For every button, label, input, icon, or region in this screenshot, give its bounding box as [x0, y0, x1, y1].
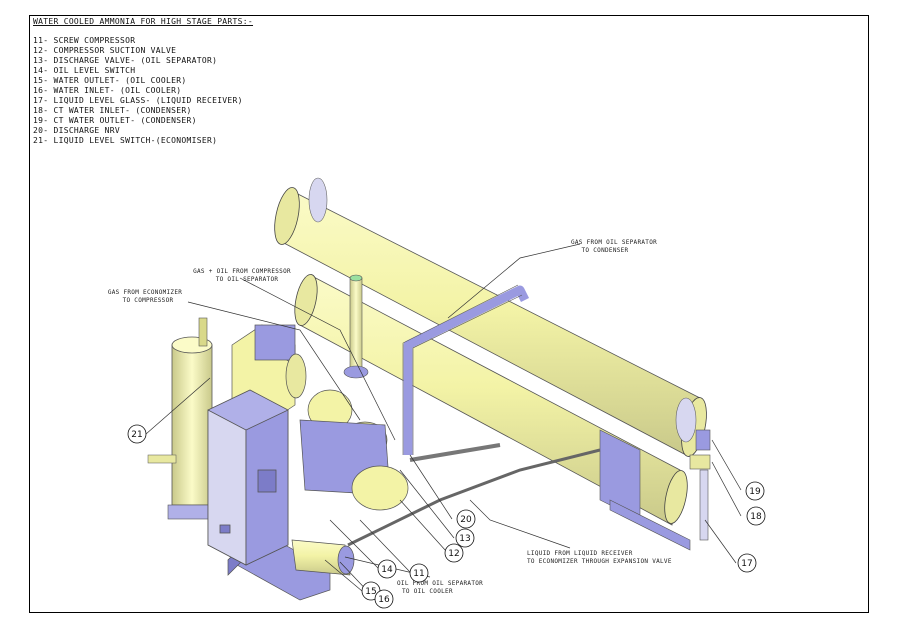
callout-gas-economizer-line1: GAS FROM ECONOMIZER [108, 289, 182, 296]
callout-liquid-line2: TO ECONOMIZER THROUGH EXPANSION VALVE [527, 558, 672, 565]
balloon-21-label: 21 [131, 430, 142, 440]
callout-gas-economizer-line2: TO COMPRESSOR [123, 297, 174, 304]
parts-legend: WATER COOLED AMMONIA FOR HIGH STAGE PART… [33, 17, 253, 146]
balloon-16-label: 16 [378, 595, 390, 605]
balloon-18: 18 [746, 506, 766, 526]
leader-lines [145, 243, 742, 599]
callout-gas-oil-line1: GAS + OIL FROM COMPRESSOR [193, 268, 291, 275]
legend-item: 21- LIQUID LEVEL SWITCH-(ECONOMISER) [33, 136, 218, 145]
screw-compressor [299, 389, 409, 511]
legend-item: 20- DISCHARGE NRV [33, 126, 120, 135]
balloon-16: 16 [374, 589, 394, 609]
balloon-20: 20 [456, 509, 476, 529]
legend-item: 11- SCREW COMPRESSOR [33, 36, 136, 45]
balloon-13: 13 [455, 528, 475, 548]
balloon-12-label: 12 [448, 549, 459, 559]
legend-item: 12- COMPRESSOR SUCTION VALVE [33, 46, 177, 55]
balloon-20-label: 20 [460, 515, 472, 525]
callout-liquid-line1: LIQUID FROM LIQUID RECEIVER [527, 550, 633, 557]
callout-gas-separator-line1: GAS FROM OIL SEPARATOR [571, 239, 657, 246]
oil-cooler [291, 539, 355, 576]
callout-oil-line2: TO OIL COOLER [402, 588, 453, 595]
suction-riser [343, 274, 369, 379]
vessel-supports [599, 429, 691, 551]
balloon-19: 19 [745, 481, 765, 501]
legend-item: 15- WATER OUTLET- (OIL COOLER) [33, 76, 187, 85]
legend-item: 19- CT WATER OUTLET- (CONDENSER) [33, 116, 197, 125]
legend-item: 18- CT WATER INLET- (CONDENSER) [33, 106, 192, 115]
economiser-vessel [147, 317, 217, 520]
callout-gas-oil-line2: TO OIL SEPARATOR [216, 276, 279, 283]
liquid-pipe-segment [409, 443, 501, 462]
balloon-12: 12 [444, 543, 464, 563]
balloon-18-label: 18 [750, 512, 762, 522]
condenser-vessel [274, 177, 707, 457]
liquid-receiver-vessel [294, 274, 688, 526]
drawing-frame [29, 15, 869, 613]
balloon-17-label: 17 [741, 559, 752, 569]
balloon-15-label: 15 [365, 587, 376, 597]
balloon-19-label: 19 [749, 487, 761, 497]
legend-item: 14- OIL LEVEL SWITCH [33, 66, 136, 75]
legend-item: 16- WATER INLET- (OIL COOLER) [33, 86, 182, 95]
level-glass [689, 429, 711, 541]
legend-item: 17- LIQUID LEVEL GLASS- (LIQUID RECEIVER… [33, 96, 243, 105]
legend-item: 13- DISCHARGE VALVE- (OIL SEPARATOR) [33, 56, 218, 65]
callout-oil-line1: OIL FROM OIL SEPARATOR [397, 580, 483, 587]
liquid-line [347, 448, 601, 547]
balloon-14-label: 14 [381, 565, 393, 575]
balloon-21: 21 [127, 424, 147, 444]
balloon-11: 11 [409, 563, 429, 583]
discharge-pipe [403, 285, 530, 455]
control-panel [207, 389, 289, 566]
balloon-17: 17 [737, 553, 757, 573]
legend-title: WATER COOLED AMMONIA FOR HIGH STAGE PART… [33, 17, 254, 26]
callout-gas-separator-line2: TO CONDENSER [582, 247, 629, 254]
balloon-11-label: 11 [413, 569, 424, 579]
balloon-14: 14 [377, 559, 397, 579]
balloon-13-label: 13 [459, 534, 470, 544]
